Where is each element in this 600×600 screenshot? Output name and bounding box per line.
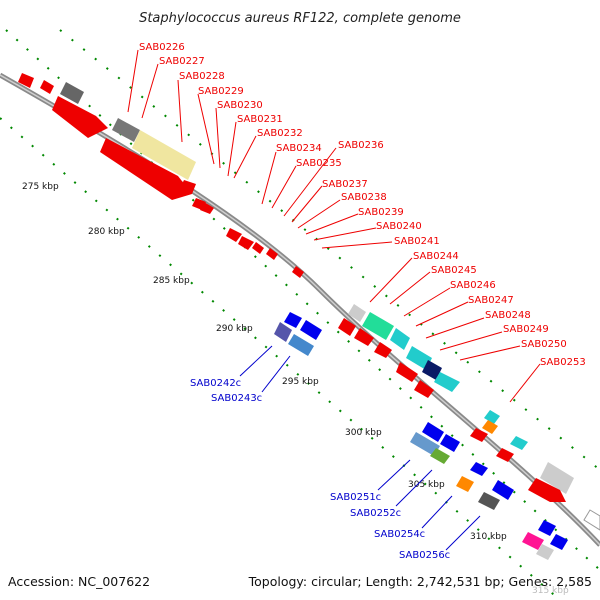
gene-cyan-1 bbox=[390, 328, 410, 350]
gene-red-long-2 bbox=[100, 138, 192, 200]
gene-orange-1 bbox=[482, 420, 498, 434]
gene-sab0252c bbox=[430, 448, 450, 464]
gene-label: SAB0243c bbox=[211, 393, 262, 404]
scale-label: 300 kbp bbox=[345, 428, 382, 438]
gene-blue-h bbox=[550, 534, 568, 550]
forward-labels: SAB0226 SAB0227 SAB0228 SAB0229 SAB0230 … bbox=[139, 42, 586, 368]
gene-red-d bbox=[226, 228, 242, 242]
gene-label: SAB0238 bbox=[341, 192, 387, 203]
gene-blue-f bbox=[492, 480, 514, 500]
gene-label: SAB0253 bbox=[540, 357, 586, 368]
gene-red-a bbox=[180, 180, 196, 194]
gene-blue-a bbox=[284, 312, 302, 328]
gene-label: SAB0251c bbox=[330, 492, 381, 503]
gene-label: SAB0249 bbox=[503, 324, 549, 335]
gene-green bbox=[362, 312, 394, 340]
forward-leader-lines bbox=[127, 49, 541, 403]
gene-grey-5 bbox=[536, 544, 554, 560]
gene-label: SAB0245 bbox=[431, 265, 477, 276]
gene-label: SAB0242c bbox=[190, 378, 241, 389]
scale-label: 280 kbp bbox=[88, 227, 125, 237]
gene-label: SAB0237 bbox=[322, 179, 368, 190]
forward-genes bbox=[18, 73, 600, 531]
gene-label: SAB0239 bbox=[358, 207, 404, 218]
scale-label: 305 kbp bbox=[408, 480, 445, 490]
gene-sab0251c bbox=[410, 432, 440, 456]
gene-label: SAB0228 bbox=[179, 71, 225, 82]
gene-label: SAB0226 bbox=[139, 42, 185, 53]
scale-label: 290 kbp bbox=[216, 324, 253, 334]
gene-label: SAB0244 bbox=[413, 251, 459, 262]
gene-label: SAB0247 bbox=[468, 295, 514, 306]
gene-sab0243c bbox=[288, 334, 314, 356]
gene-red-i bbox=[338, 318, 356, 336]
gene-blue-g bbox=[538, 520, 556, 536]
gene-red-c bbox=[200, 202, 214, 214]
gene-red-l bbox=[396, 362, 418, 382]
gene-cyan-3 bbox=[434, 372, 460, 392]
gene-label: SAB0230 bbox=[217, 100, 263, 111]
reverse-leader-lines bbox=[239, 345, 481, 551]
gene-red-long-1 bbox=[52, 96, 108, 138]
map-title: Staphylococcus aureus RF122, complete ge… bbox=[139, 11, 461, 26]
gene-red-n bbox=[470, 428, 488, 442]
gene-sab0256c bbox=[522, 532, 544, 550]
gene-orange-2 bbox=[456, 476, 474, 492]
gene-label: SAB0248 bbox=[485, 310, 531, 321]
gene-label: SAB0252c bbox=[350, 508, 401, 519]
gene-grey-2 bbox=[112, 118, 140, 142]
gene-sab0226 bbox=[18, 73, 34, 88]
scale-labels: 275 kbp 280 kbp 285 kbp 290 kbp 295 kbp … bbox=[22, 182, 569, 596]
gene-sab0242c bbox=[274, 322, 292, 342]
gene-blue-c bbox=[422, 422, 444, 442]
gene-label: SAB0240 bbox=[376, 221, 422, 232]
gene-label: SAB0232 bbox=[257, 128, 303, 139]
gene-sab0254c bbox=[478, 492, 500, 510]
gene-label: SAB0256c bbox=[399, 550, 450, 561]
gene-grey-3 bbox=[348, 304, 366, 322]
scale-label: 285 kbp bbox=[153, 276, 190, 286]
gene-sab0227 bbox=[40, 80, 54, 94]
gene-cyan-4 bbox=[484, 410, 500, 424]
scale-label: 315 kbp bbox=[532, 586, 569, 596]
gene-navy bbox=[422, 360, 442, 380]
gene-grey-1 bbox=[60, 82, 84, 104]
gene-red-m bbox=[414, 380, 434, 398]
gene-grey-4 bbox=[540, 462, 574, 494]
gene-label: SAB0234 bbox=[276, 143, 322, 154]
gene-red-f bbox=[252, 242, 264, 254]
scale-label: 295 kbp bbox=[282, 377, 319, 387]
scale-label: 310 kbp bbox=[470, 532, 507, 542]
gene-yellow bbox=[132, 130, 196, 180]
gene-label: SAB0236 bbox=[338, 140, 384, 151]
gene-blue-d bbox=[440, 434, 460, 452]
gene-label: SAB0250 bbox=[521, 339, 567, 350]
scale-label: 275 kbp bbox=[22, 182, 59, 192]
gene-label: SAB0231 bbox=[237, 114, 283, 125]
gene-cyan-2 bbox=[406, 346, 432, 370]
gene-red-o bbox=[496, 448, 514, 462]
gene-label: SAB0246 bbox=[450, 280, 496, 291]
gene-red-long-3 bbox=[528, 478, 566, 502]
accession-text: Accession: NC_007622 bbox=[8, 574, 150, 589]
gene-label: SAB0254c bbox=[374, 529, 425, 540]
gene-cyan-5 bbox=[510, 436, 528, 450]
reverse-labels: SAB0242c SAB0243c SAB0251c SAB0252c SAB0… bbox=[190, 378, 450, 561]
gene-label: SAB0235 bbox=[296, 158, 342, 169]
gene-label: SAB0241 bbox=[394, 236, 440, 247]
gene-red-k bbox=[374, 342, 392, 358]
gene-white-1 bbox=[583, 509, 600, 531]
gene-label: SAB0227 bbox=[159, 56, 205, 67]
gene-red-g bbox=[266, 248, 278, 260]
gene-blue-b bbox=[300, 320, 322, 340]
gene-red-h bbox=[292, 266, 304, 278]
gene-red-j bbox=[354, 328, 374, 346]
topology-text: Topology: circular; Length: 2,742,531 bp… bbox=[248, 574, 592, 589]
gene-red-e bbox=[238, 236, 254, 250]
reverse-genes bbox=[274, 312, 568, 560]
gene-label: SAB0229 bbox=[198, 86, 244, 97]
gene-blue-e bbox=[470, 462, 488, 476]
